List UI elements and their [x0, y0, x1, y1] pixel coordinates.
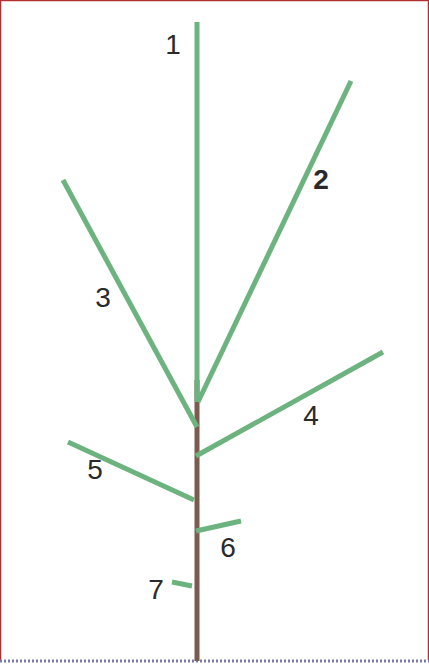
branch	[68, 442, 194, 500]
branch	[172, 582, 192, 586]
callout-number: 7	[148, 576, 164, 604]
callout-number: 3	[95, 284, 111, 312]
branch	[196, 352, 383, 456]
branch	[196, 521, 241, 531]
ground-line	[0, 660, 429, 663]
callout-number: 4	[303, 402, 319, 430]
callout-number: 1	[165, 31, 181, 59]
callout-number: 5	[87, 456, 103, 484]
branch	[198, 81, 351, 402]
callout-number: 6	[220, 534, 236, 562]
callout-number: 2	[313, 166, 329, 194]
leader-shoot	[195, 22, 200, 402]
branch	[63, 180, 197, 427]
